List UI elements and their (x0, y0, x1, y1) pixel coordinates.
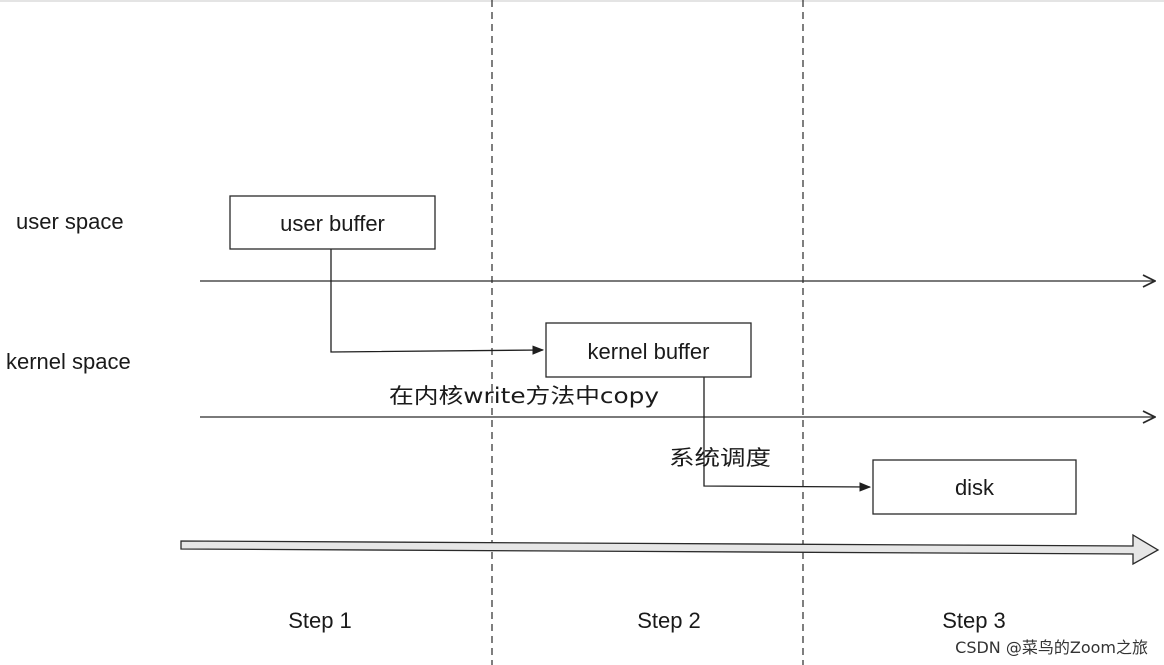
copy-annotation: 在内核write方法中copy (389, 384, 659, 408)
user-buffer-label: user buffer (280, 211, 385, 236)
user-space-label: user space (16, 209, 124, 234)
schedule-flow-arrow (703, 377, 872, 492)
disk-label: disk (955, 475, 995, 500)
kernel-buffer-box: kernel buffer (545, 322, 752, 378)
step-label-3: Step 3 (942, 608, 1006, 633)
user-buffer-box: user buffer (229, 195, 436, 250)
disk-box: disk (872, 459, 1077, 515)
copy-flow-arrow (330, 249, 545, 355)
step-label-2: Step 2 (637, 608, 701, 633)
kernel-space-label: kernel space (6, 349, 131, 374)
timeline-arrow (180, 533, 1160, 566)
watermark-text: CSDN @菜鸟的Zoom之旅 (955, 638, 1148, 657)
step-label-1: Step 1 (288, 608, 352, 633)
schedule-annotation: 系统调度 (669, 446, 771, 470)
kernel-buffer-label: kernel buffer (588, 339, 710, 364)
